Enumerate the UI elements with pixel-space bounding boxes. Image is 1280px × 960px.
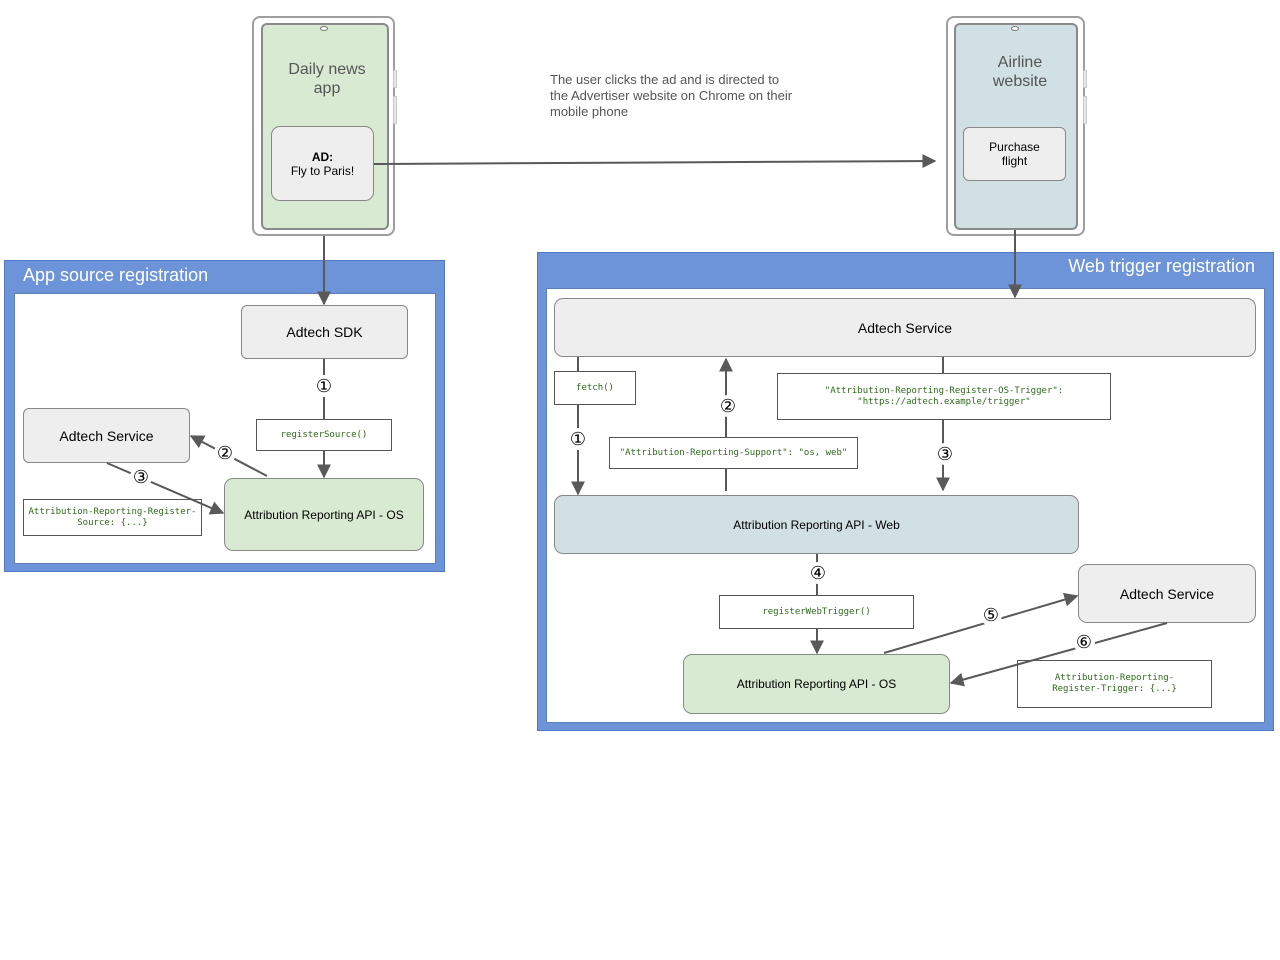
airline-phone-side-button [1083, 70, 1087, 88]
click-note: The user clicks the ad and is directed t… [550, 72, 793, 119]
ad-fly-to-paris[interactable]: AD: Fly to Paris! [271, 126, 374, 201]
support-header: "Attribution-Reporting-Support": "os, we… [609, 437, 858, 469]
app-step-2: ② [214, 442, 236, 464]
adtech-service-box: Adtech Service [23, 408, 190, 463]
airline-phone-screen [954, 23, 1078, 230]
register-web-trigger-call: registerWebTrigger() [719, 595, 914, 629]
web-trigger-registration-title: Web trigger registration [1068, 256, 1255, 276]
service-to-api-arrow [106, 462, 225, 515]
web-step-1: ① [567, 428, 589, 450]
web-step-4: ④ [807, 562, 829, 584]
ad-text: Fly to Paris! [290, 163, 355, 178]
os-trigger-header: "Attribution-Reporting-Register-OS-Trigg… [777, 373, 1111, 420]
attribution-reporting-api-web-box: Attribution Reporting API - Web [554, 495, 1079, 554]
service-to-os-arrow [949, 622, 1168, 687]
app-step-3: ③ [130, 466, 152, 488]
news-phone-side-button [393, 70, 397, 88]
news-app-title: Daily news app [288, 61, 366, 97]
web-step-2: ② [717, 395, 739, 417]
fetch-call: fetch() [554, 371, 636, 405]
airline-phone-side-button [1083, 96, 1087, 124]
news-phone-camera [320, 26, 328, 31]
app-source-registration-title: App source registration [23, 265, 209, 285]
adtech-sdk-box: Adtech SDK [241, 305, 408, 359]
adtech-service-right-box: Adtech Service [1078, 564, 1256, 623]
airline-phone-camera [1011, 26, 1019, 31]
register-trigger-header: Attribution-Reporting- Register-Trigger:… [1017, 660, 1212, 708]
web-step-6: ⑥ [1073, 631, 1095, 653]
attribution-reporting-api-os-box: Attribution Reporting API - OS [224, 478, 424, 551]
app-step-1: ① [313, 375, 335, 397]
web-step-3: ③ [934, 443, 956, 465]
os-to-service-arrow [883, 592, 1079, 654]
click-arrow [373, 154, 937, 169]
register-source-header: Attribution-Reporting-Register- Source: … [23, 499, 202, 536]
news-phone-side-button [393, 96, 397, 124]
attribution-reporting-api-os-web-box: Attribution Reporting API - OS [683, 654, 950, 714]
purchase-flight-button[interactable]: Purchase flight [963, 127, 1066, 181]
ad-label: AD: [311, 149, 334, 164]
airline-phone [946, 16, 1085, 236]
web-step-5: ⑤ [980, 604, 1002, 626]
adtech-service-top-box: Adtech Service [554, 298, 1256, 357]
register-source-call: registerSource() [256, 419, 392, 451]
airline-website-title: Airline website [992, 54, 1048, 90]
